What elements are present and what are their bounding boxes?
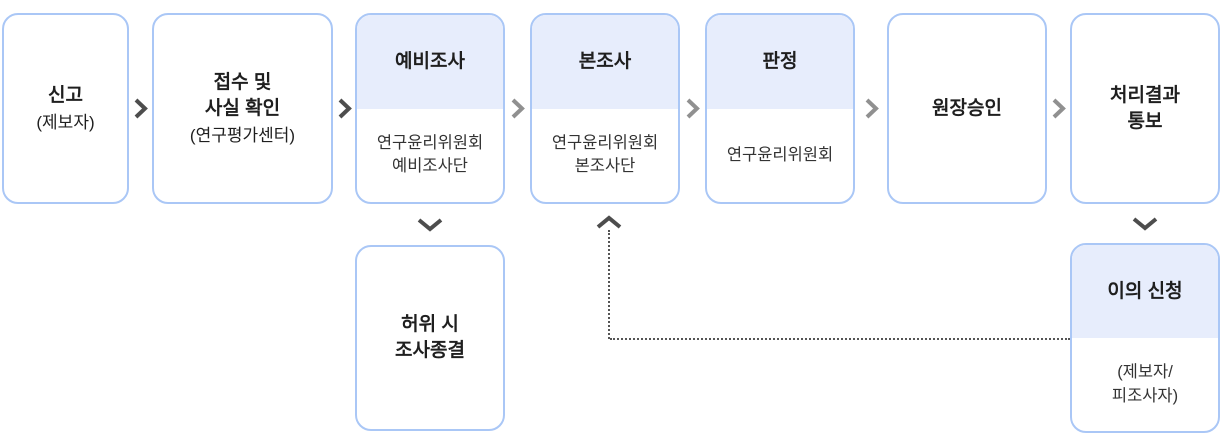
step-main-investigation-header: 본조사 xyxy=(532,15,678,109)
step-director-approval-title: 원장승인 xyxy=(932,97,1002,119)
branch-objection-box: 이의 신청 (제보자/ 피조사자) xyxy=(1070,243,1220,433)
step-judgment-org: 연구윤리위원회 xyxy=(726,145,834,164)
step-result-notification-title: 처리결과 통보 xyxy=(1110,84,1180,132)
step-judgment-body: 연구윤리위원회 xyxy=(707,109,853,203)
step-judgment-title: 판정 xyxy=(762,50,798,72)
step-intake-subtitle: (연구평가센터) xyxy=(189,125,296,145)
chevron-down-icon xyxy=(417,217,443,232)
branch-objection-body: (제보자/ 피조사자) xyxy=(1072,338,1218,431)
step-main-investigation-title: 본조사 xyxy=(578,50,632,72)
branch-objection-header: 이의 신청 xyxy=(1072,245,1218,338)
step-result-notification-box: 처리결과 통보 xyxy=(1070,13,1220,204)
step-intake-title: 접수 및 사실 확인 xyxy=(204,72,281,119)
chevron-right-icon xyxy=(337,98,352,119)
objection-feedback-line-horizontal xyxy=(610,338,1070,340)
step-report-subtitle: (제보자) xyxy=(36,112,95,132)
step-preliminary-title: 예비조사 xyxy=(395,50,465,72)
step-main-investigation-org: 연구윤리위원회 본조사단 xyxy=(551,134,659,176)
step-preliminary-header: 예비조사 xyxy=(357,15,503,109)
chevron-right-icon xyxy=(133,98,148,119)
chevron-down-icon xyxy=(1132,216,1158,231)
chevron-right-icon xyxy=(1051,98,1066,119)
step-intake-box: 접수 및 사실 확인 (연구평가센터) xyxy=(152,13,333,204)
step-judgment-header: 판정 xyxy=(707,15,853,109)
chevron-right-icon xyxy=(685,98,700,119)
step-preliminary-body: 연구윤리위원회 예비조사단 xyxy=(357,109,503,203)
step-preliminary-box: 예비조사 연구윤리위원회 예비조사단 xyxy=(355,13,505,204)
branch-false-report-close-title: 허위 시 조사종결 xyxy=(395,314,465,361)
branch-objection-title: 이의 신청 xyxy=(1107,280,1183,302)
objection-feedback-line-vertical xyxy=(608,230,610,339)
step-report-box: 신고 (제보자) xyxy=(2,13,129,204)
step-preliminary-org: 연구윤리위원회 예비조사단 xyxy=(376,134,484,176)
step-main-investigation-box: 본조사 연구윤리위원회 본조사단 xyxy=(530,13,680,204)
step-judgment-box: 판정 연구윤리위원회 xyxy=(705,13,855,204)
chevron-up-icon xyxy=(596,215,622,230)
chevron-right-icon xyxy=(864,98,879,119)
step-report-title: 신고 xyxy=(48,85,83,107)
step-main-investigation-body: 연구윤리위원회 본조사단 xyxy=(532,109,678,203)
chevron-right-icon xyxy=(510,98,525,119)
step-director-approval-box: 원장승인 xyxy=(887,13,1047,204)
branch-objection-parties: (제보자/ 피조사자) xyxy=(1111,363,1179,405)
branch-false-report-close-box: 허위 시 조사종결 xyxy=(355,245,505,431)
